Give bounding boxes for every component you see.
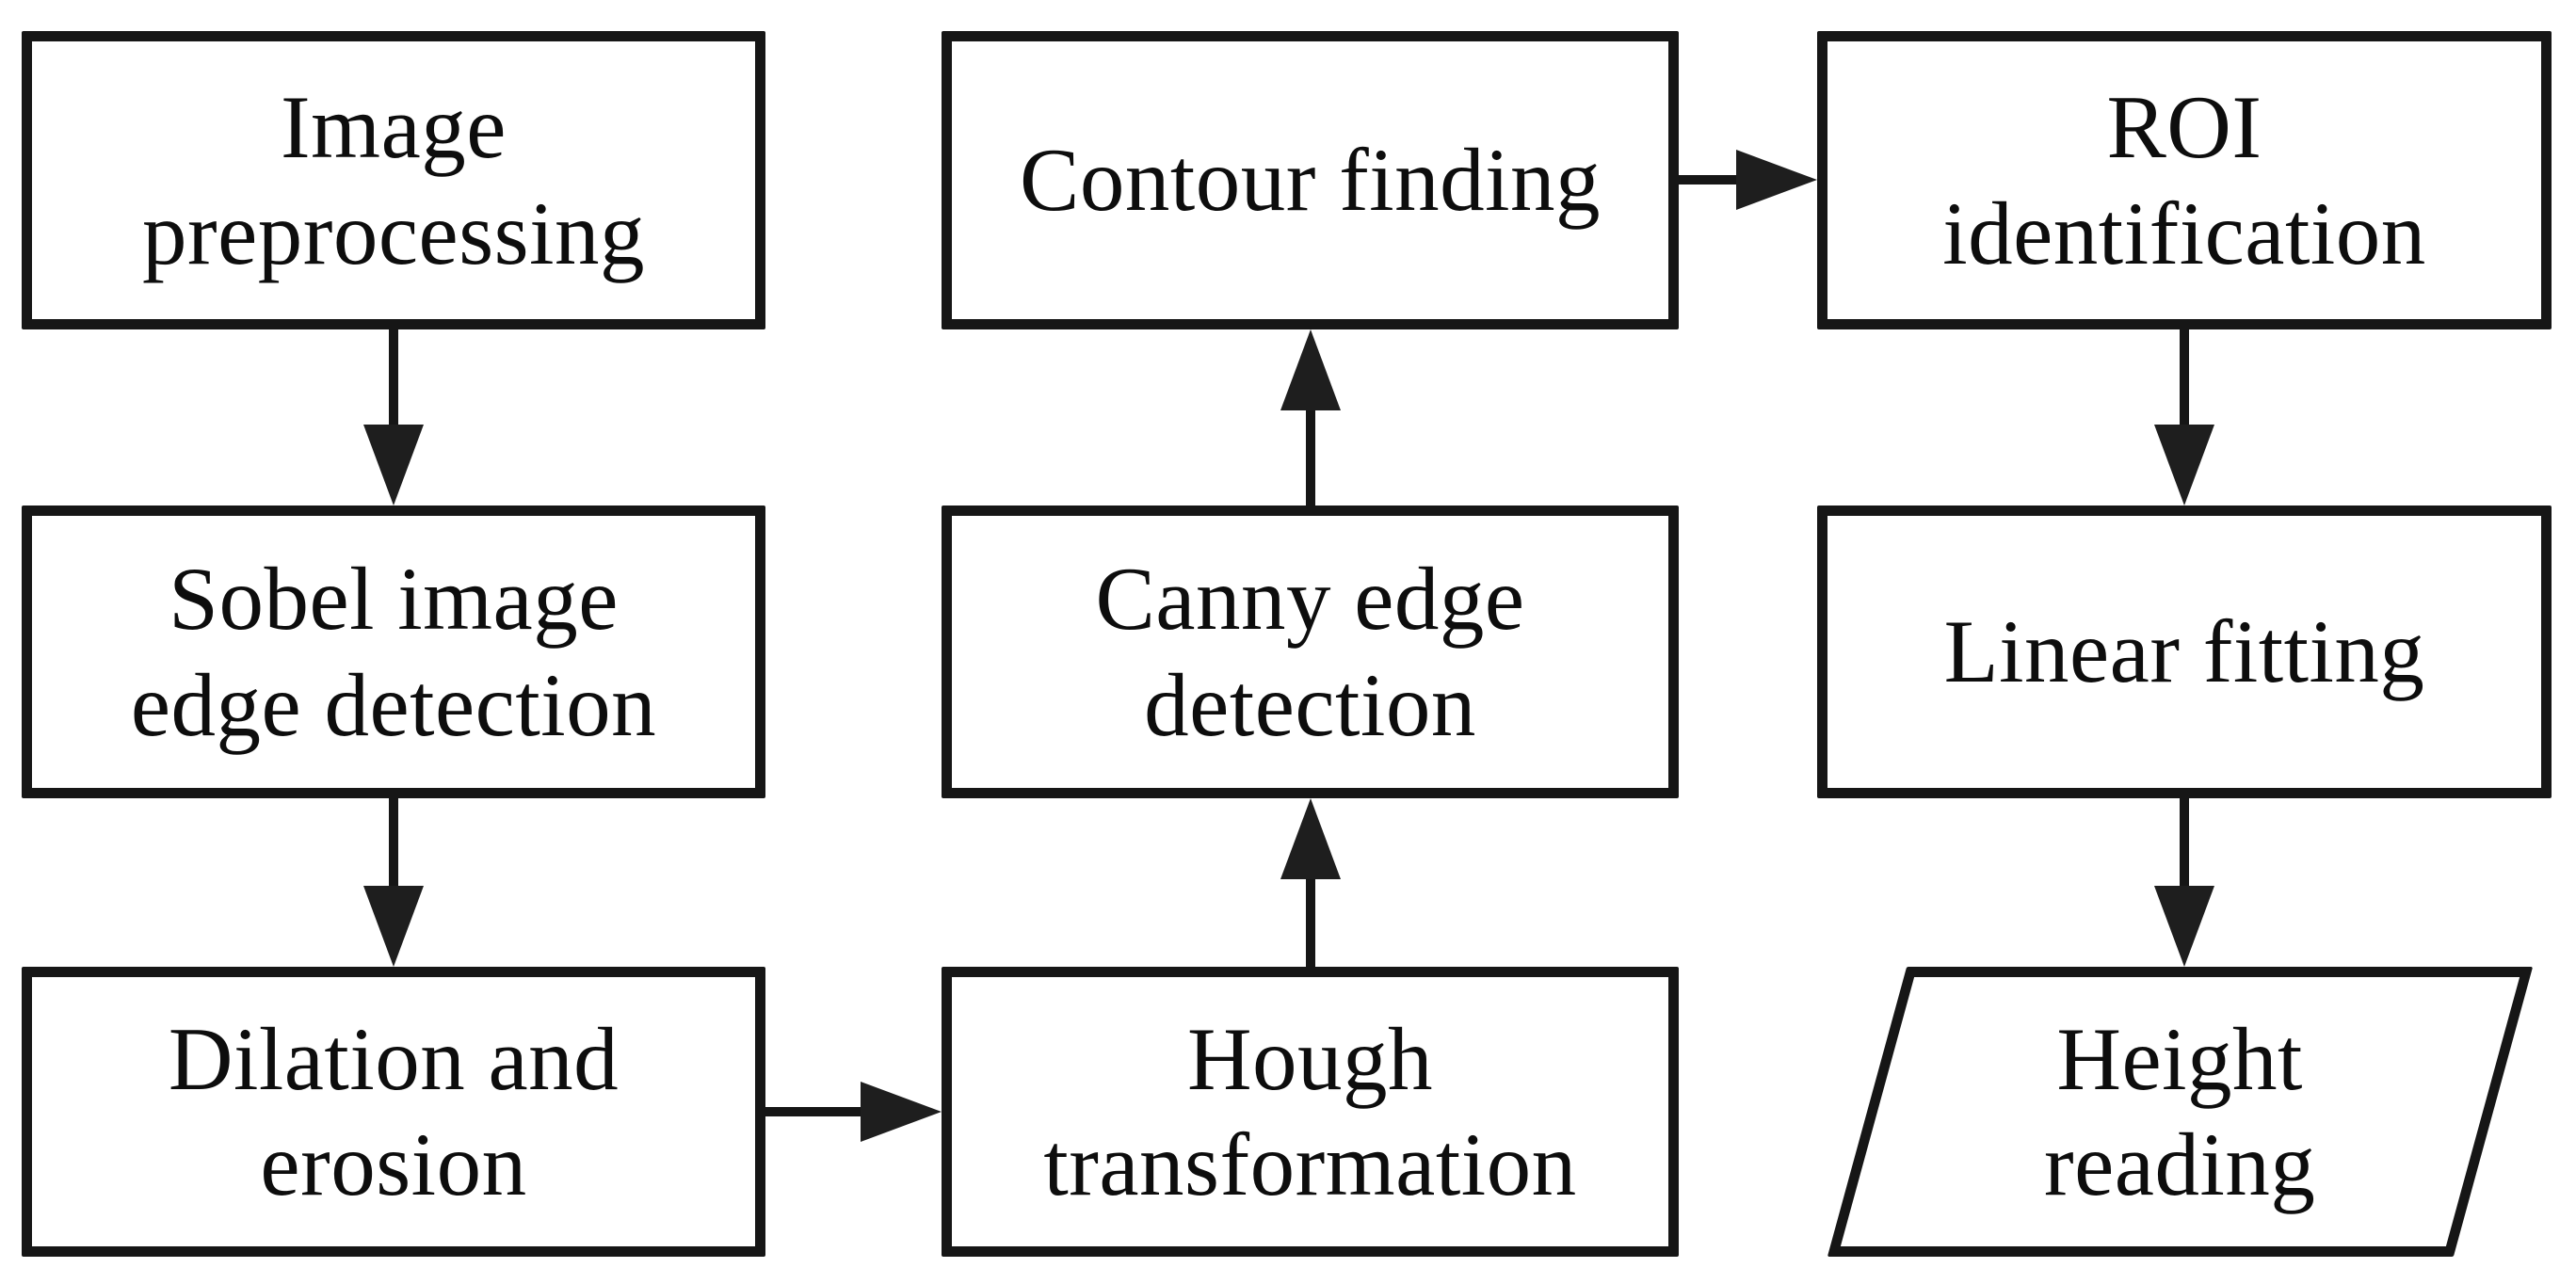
arrow-stem (1306, 877, 1315, 967)
arrowhead (363, 886, 424, 967)
arrow-stem (2180, 329, 2189, 426)
flowchart-node-image-preprocessing: Image preprocessing (22, 31, 765, 329)
arrowhead (1736, 150, 1817, 210)
flowchart-node-linear-fitting: Linear fitting (1817, 506, 2552, 798)
arrow-stem (389, 329, 398, 426)
node-label: Image preprocessing (141, 77, 646, 283)
arrowhead (2154, 886, 2214, 967)
flowchart-node-height-reading: Height reading (1827, 967, 2534, 1257)
node-label: ROI identification (1942, 77, 2426, 283)
arrow-roi-to-linear-fitting (2154, 329, 2214, 506)
node-label: Canny edge detection (1095, 549, 1525, 755)
arrow-stem (1306, 409, 1315, 506)
arrow-stem (765, 1107, 862, 1116)
flowchart-node-dilation-and-erosion: Dilation and erosion (22, 967, 765, 1257)
node-label: Height reading (2044, 1008, 2316, 1214)
flowchart-node-canny-edge-detection: Canny edge detection (942, 506, 1679, 798)
node-label: Sobel image edge detection (130, 549, 657, 755)
node-label: Contour finding (1019, 130, 1602, 231)
arrow-stem (2180, 798, 2189, 888)
flowchart-node-sobel-image-edge-detection: Sobel image edge detection (22, 506, 765, 798)
flowchart-node-contour-finding: Contour finding (942, 31, 1679, 329)
node-label: Linear fitting (1943, 602, 2425, 702)
arrow-image-preprocessing-to-sobel (363, 329, 424, 506)
flowchart-node-roi-identification: ROI identification (1817, 31, 2552, 329)
arrow-canny-to-contour-finding (1280, 329, 1341, 506)
arrow-sobel-to-dilation-erosion (363, 798, 424, 967)
arrow-stem (389, 798, 398, 888)
arrow-linear-fitting-to-height-reading (2154, 798, 2214, 967)
arrowhead (861, 1082, 942, 1142)
arrow-contour-finding-to-roi (1679, 150, 1817, 210)
arrow-stem (1679, 175, 1738, 185)
arrow-dilation-erosion-to-hough (765, 1082, 942, 1142)
node-label: Hough transformation (1043, 1008, 1577, 1214)
arrowhead (1280, 798, 1341, 879)
arrow-hough-to-canny (1280, 798, 1341, 967)
arrowhead (1280, 329, 1341, 410)
arrowhead (363, 425, 424, 506)
arrowhead (2154, 425, 2214, 506)
node-label: Dilation and erosion (168, 1008, 620, 1214)
flowchart-node-hough-transformation: Hough transformation (942, 967, 1679, 1257)
